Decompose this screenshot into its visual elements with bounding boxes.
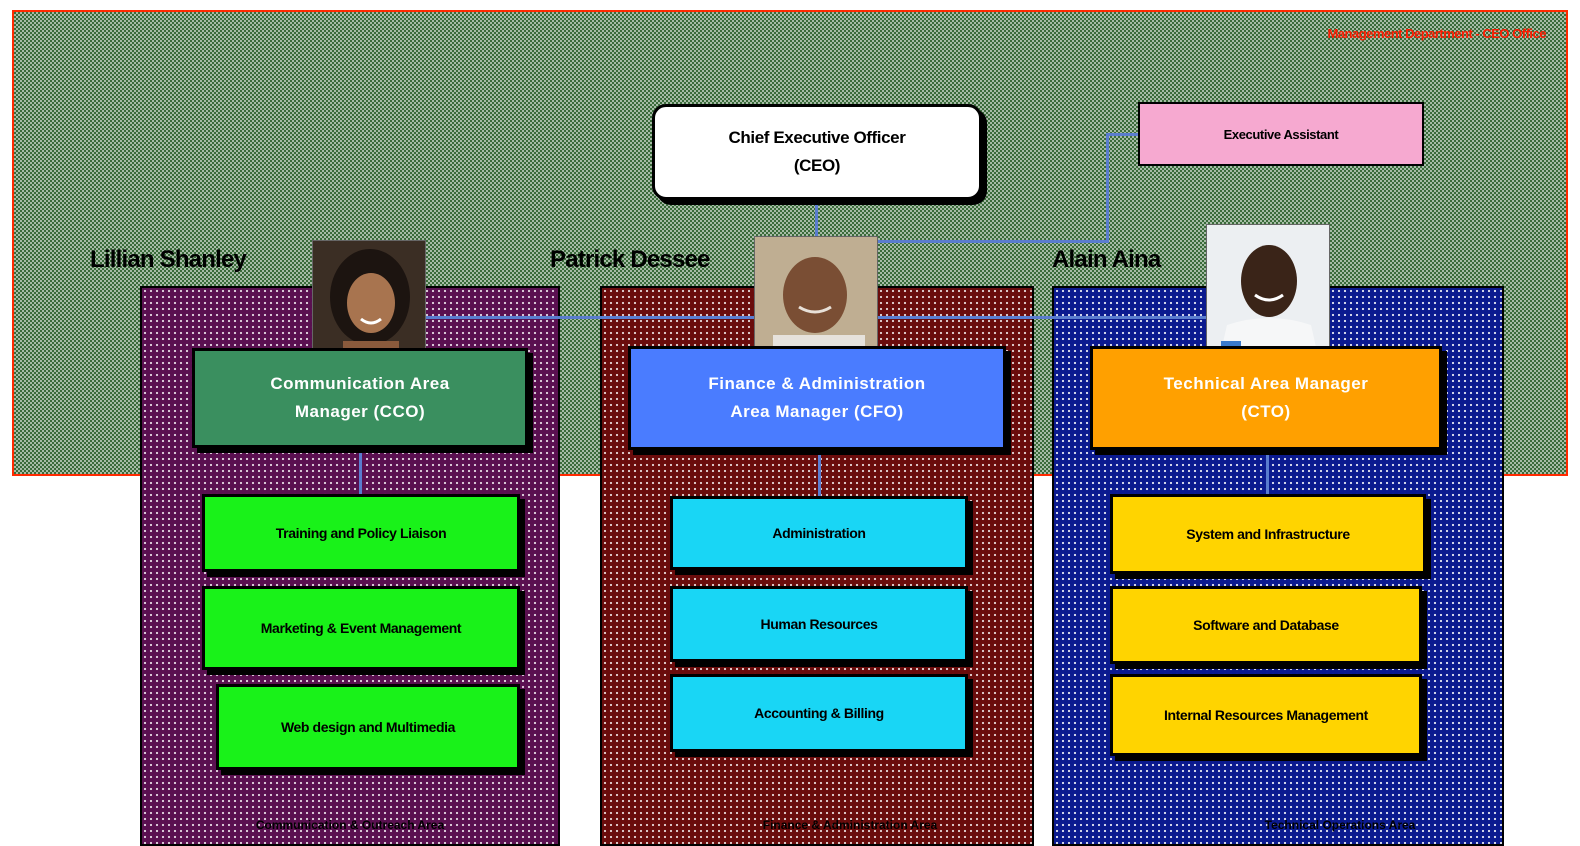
cco-manager-line2: Manager (CCO) [294, 402, 426, 421]
unit-label: Software and Database [1193, 617, 1339, 633]
unit-label: Marketing & Event Management [260, 620, 462, 636]
cto-manager-line2: (CTO) [1241, 402, 1291, 421]
connector-exec-horizontal [1106, 133, 1140, 136]
fin-dept-footer: Finance & Administration Area [762, 818, 938, 832]
unit-box: Web design and Multimedia [216, 684, 520, 770]
unit-label: System and Infrastructure [1186, 526, 1350, 542]
cfo-manager-box: Finance & Administration Area Manager (C… [628, 346, 1006, 450]
unit-box: System and Infrastructure [1110, 494, 1426, 574]
connector-ceo-exec-horizontal [878, 240, 1108, 243]
cco-manager-line1: Communication Area [270, 374, 450, 393]
unit-box: Software and Database [1110, 586, 1422, 664]
tech-dept-footer: Technical Operations Area [1264, 818, 1416, 832]
person-name-cto: Alain Aina [1052, 246, 1161, 273]
unit-box: Administration [670, 496, 968, 570]
unit-label: Human Resources [760, 616, 878, 632]
ceo-box: Chief Executive Officer (CEO) [652, 104, 982, 200]
executive-assistant-label: Executive Assistant [1223, 126, 1339, 142]
unit-label: Training and Policy Liaison [275, 525, 447, 541]
unit-box: Human Resources [670, 586, 968, 662]
cfo-manager-line2: Area Manager (CFO) [730, 402, 904, 421]
unit-box: Accounting & Billing [670, 674, 968, 752]
cco-photo [312, 240, 426, 368]
unit-label: Internal Resources Management [1164, 707, 1368, 723]
cfo-manager-line1: Finance & Administration [708, 374, 926, 393]
ceo-abbrev: (CEO) [793, 156, 841, 175]
ceo-title: Chief Executive Officer [728, 128, 906, 147]
unit-box: Internal Resources Management [1110, 674, 1422, 756]
cfo-photo [754, 236, 878, 366]
unit-label: Administration [772, 525, 866, 541]
management-area-label: Management Department - CEO Office [1327, 26, 1547, 41]
comm-dept-footer: Communication & Outreach Area [255, 818, 445, 832]
unit-label: Accounting & Billing [754, 705, 884, 721]
person-name-cfo: Patrick Dessee [550, 246, 710, 273]
connector-comm-down [359, 448, 362, 496]
unit-label: Web design and Multimedia [280, 719, 456, 735]
cto-manager-box: Technical Area Manager (CTO) [1090, 346, 1442, 450]
unit-box: Training and Policy Liaison [202, 494, 520, 572]
connector-tech-down [1266, 450, 1269, 496]
person-name-cco: Lillian Shanley [90, 246, 247, 273]
cco-manager-box: Communication Area Manager (CCO) [192, 348, 528, 448]
connector-ceo-down [815, 198, 818, 240]
cto-manager-line1: Technical Area Manager [1163, 374, 1369, 393]
connector-exec-vertical [1106, 133, 1109, 243]
cto-photo [1206, 224, 1330, 368]
executive-assistant-box: Executive Assistant [1138, 102, 1424, 166]
unit-box: Marketing & Event Management [202, 586, 520, 670]
connector-fin-down [818, 450, 821, 498]
